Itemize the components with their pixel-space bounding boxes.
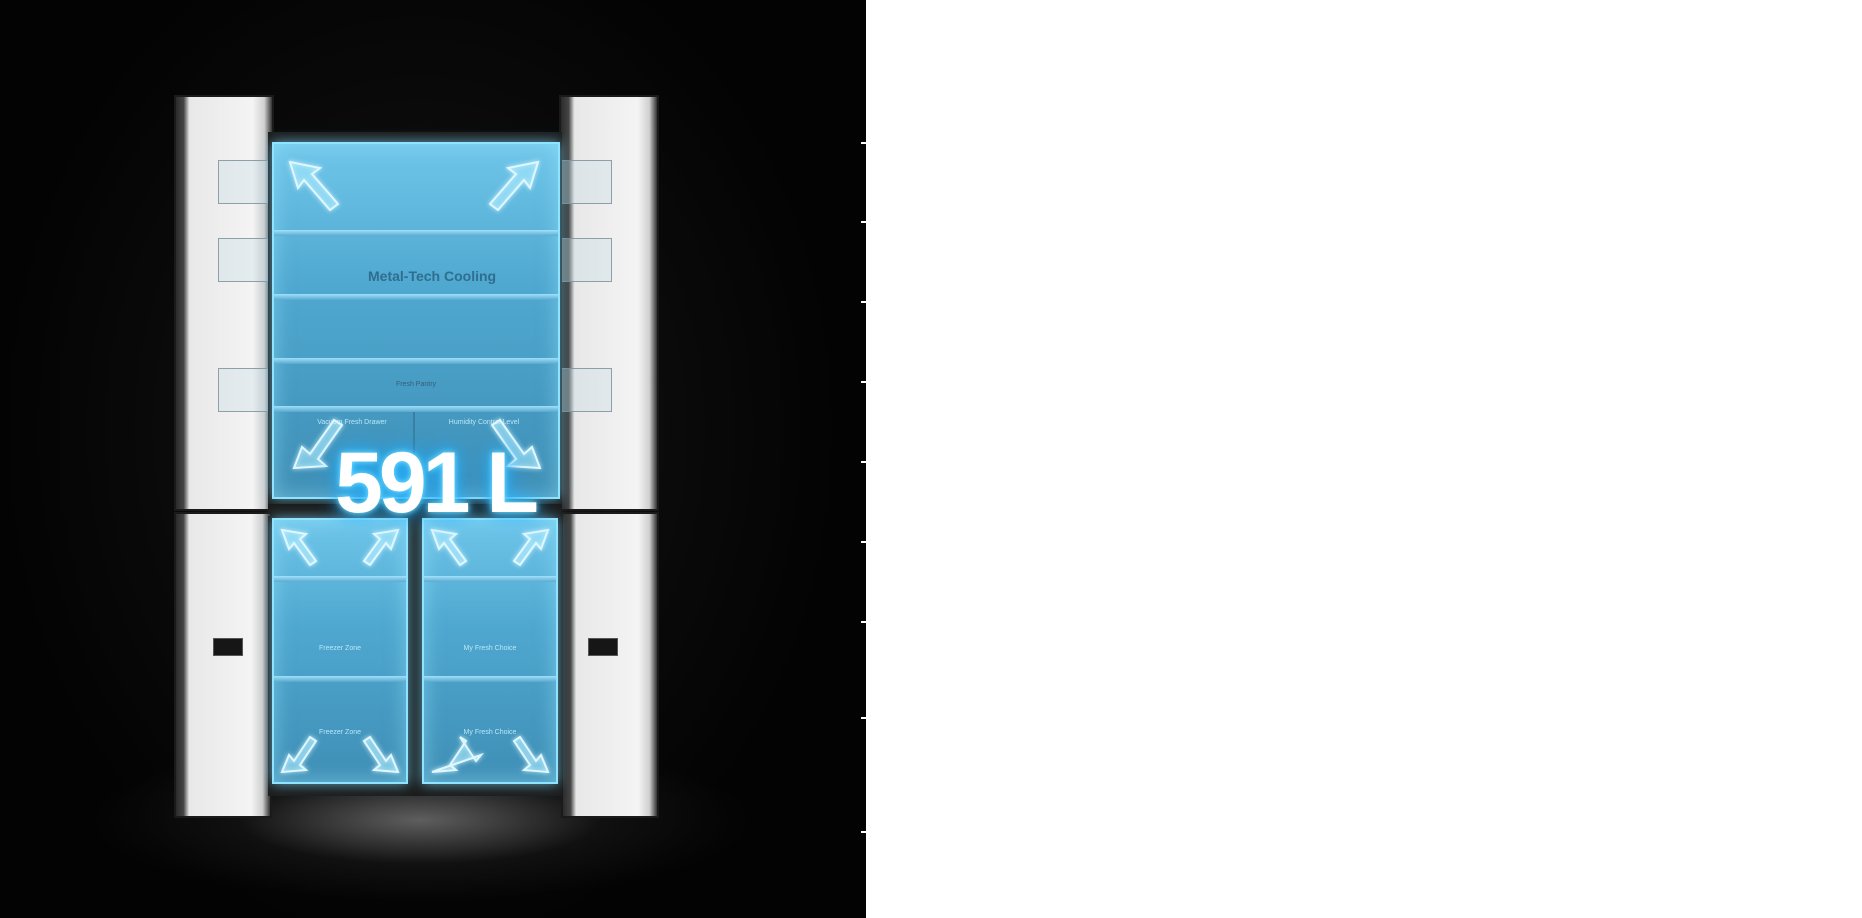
top-right-door (559, 95, 659, 511)
shelf (274, 406, 558, 412)
tick-mark (861, 301, 866, 303)
freezer-left: Freezer Zone Freezer Zone (272, 518, 408, 784)
arrow-icon (490, 418, 542, 470)
tick-mark (861, 381, 866, 383)
shelf (274, 358, 558, 364)
tick-mark (861, 221, 866, 223)
shelf (274, 230, 558, 236)
middle-bar (268, 504, 562, 518)
arrow-icon (280, 735, 318, 774)
freezer-zone-label: Freezer Zone (318, 645, 362, 652)
arrow-icon (431, 736, 485, 773)
shelf (274, 294, 558, 300)
drawer-left-label: Vacuum Fresh Drawer (317, 419, 387, 426)
freezer-zone-label: Freezer Zone (318, 729, 362, 736)
airflow-arrows (280, 160, 550, 774)
arrow-icon (512, 528, 550, 567)
blank-panel (866, 0, 1862, 918)
tick-mark (861, 142, 866, 144)
capacity-label: 591 L (335, 435, 539, 531)
top-left-door (174, 95, 274, 511)
arrow-icon (292, 418, 344, 470)
arrow-icon (362, 528, 400, 567)
bottom-right-door (561, 512, 659, 818)
tick-mark (861, 717, 866, 719)
freezer-right: My Fresh Choice My Fresh Choice (422, 518, 558, 784)
shelf (424, 676, 556, 682)
tick-mark (861, 621, 866, 623)
my-fresh-choice-label: My Fresh Choice (463, 645, 517, 652)
drawer-right-label: Humidity Control Level (448, 419, 520, 426)
tick-mark (861, 461, 866, 463)
arrow-icon (362, 735, 400, 774)
shelf (274, 576, 406, 582)
arrow-icon (430, 528, 468, 567)
shelf (274, 676, 406, 682)
product-photo: Metal-Tech Cooling Fresh Pantry Vacuum F… (0, 0, 866, 918)
tick-mark (861, 541, 866, 543)
fridge-label: Metal-Tech Cooling (368, 268, 497, 284)
shelf (424, 576, 556, 582)
bottom-left-door (174, 512, 272, 818)
arrow-icon (288, 160, 340, 212)
arrow-icon (488, 160, 540, 212)
door-display (213, 638, 243, 656)
pantry-label: Fresh Pantry (395, 381, 437, 388)
arrow-icon (512, 735, 550, 774)
tick-mark (861, 831, 866, 833)
my-fresh-choice-label: My Fresh Choice (463, 729, 517, 736)
drawer-divider (413, 412, 415, 492)
arrow-icon (280, 528, 318, 567)
door-display (588, 638, 618, 656)
